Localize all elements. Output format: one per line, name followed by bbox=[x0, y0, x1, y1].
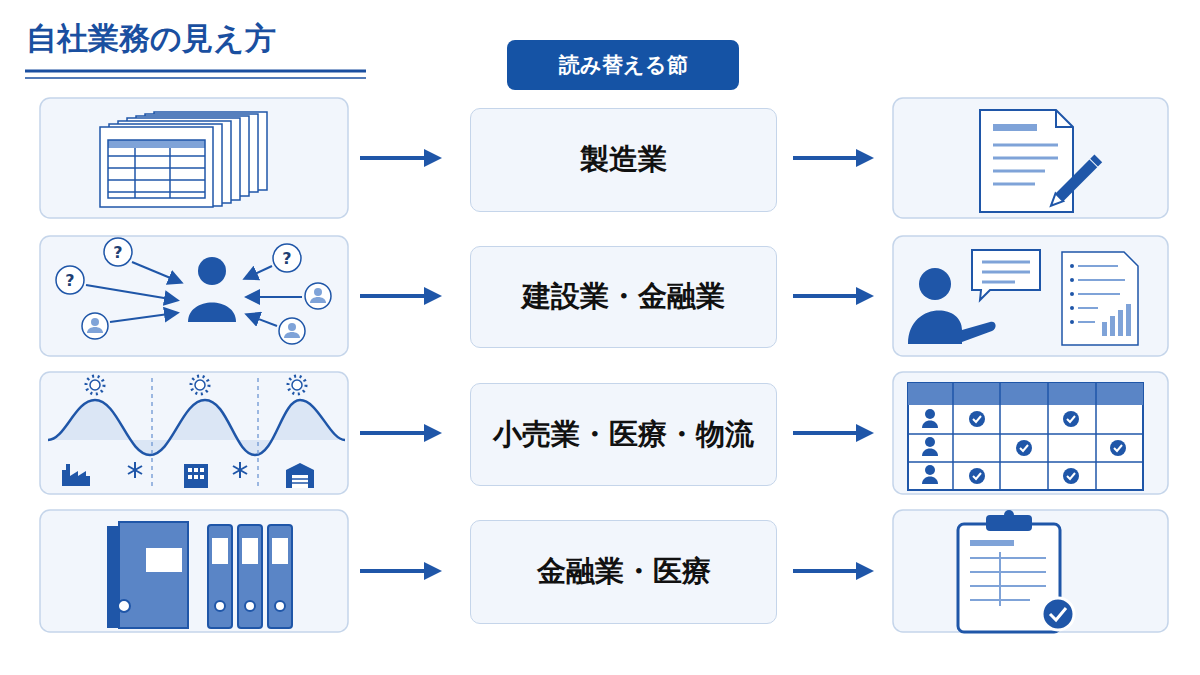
node-text-group: 読み替える節 bbox=[559, 51, 688, 79]
node-text: 小売業・医療・物流 bbox=[493, 415, 754, 455]
shift-table bbox=[908, 383, 1143, 490]
document-pen bbox=[980, 110, 1102, 212]
diagram-title: 自社業務の見え方 bbox=[26, 18, 276, 60]
question-mark: ? bbox=[105, 239, 131, 265]
question-mark: ? bbox=[274, 245, 300, 271]
clipboard-check bbox=[958, 510, 1074, 632]
title-underline bbox=[25, 71, 366, 78]
node-text-group: 小売業・医療・物流 bbox=[493, 415, 754, 455]
binders bbox=[107, 522, 292, 628]
industry-box: 金融業・医療 bbox=[470, 520, 777, 624]
node-text-group: 金融業・医療 bbox=[537, 552, 711, 592]
industry-box: 建設業・金融業 bbox=[470, 246, 777, 348]
node-text: 製造業 bbox=[580, 140, 667, 180]
presenter-report bbox=[908, 250, 1138, 345]
panel bbox=[40, 98, 1168, 632]
node-text: 金融業・医療 bbox=[537, 552, 711, 592]
node-text: 建設業・金融業 bbox=[522, 277, 725, 317]
spreadsheet-stack bbox=[100, 112, 267, 207]
section-header: 読み替える節 bbox=[507, 40, 739, 90]
node-text: 読み替える節 bbox=[559, 51, 688, 79]
industry-box: 小売業・医療・物流 bbox=[470, 383, 777, 486]
industry-box: 製造業 bbox=[470, 108, 777, 212]
question-mark: ? bbox=[57, 267, 83, 293]
seasonal-wave bbox=[48, 376, 345, 488]
node-text-group: 建設業・金融業 bbox=[522, 277, 725, 317]
node-text-group: 製造業 bbox=[580, 140, 667, 180]
flow-arrow bbox=[360, 149, 874, 580]
questions-to-person bbox=[56, 238, 331, 344]
